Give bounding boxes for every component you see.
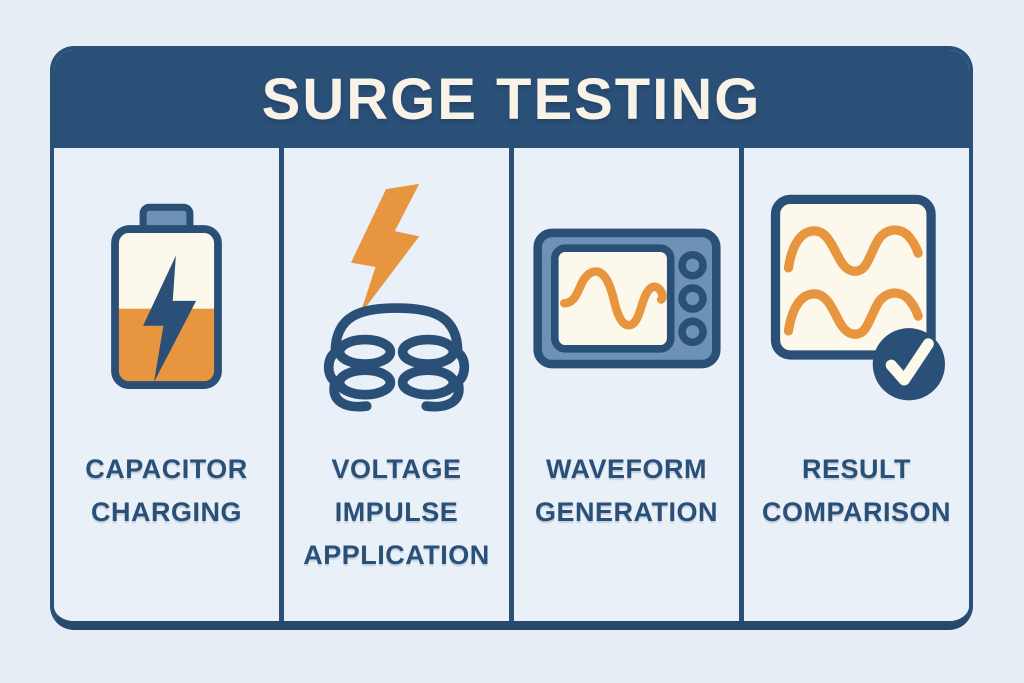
icon-area [744, 148, 969, 448]
step-label-line: WAVEFORM [545, 454, 707, 484]
surge-testing-card: SURGE TESTING [50, 46, 973, 630]
step-label-line: COMPARISON [761, 497, 951, 528]
step-voltage-impulse-application: VOLTAGE IMPULSE APPLICATION [284, 148, 514, 621]
waveform-check-icon [770, 194, 945, 400]
oscilloscope-knobs [677, 250, 707, 346]
comparison-waves [783, 224, 923, 339]
comparison-panel [770, 194, 936, 360]
page-title: SURGE TESTING [261, 66, 762, 132]
step-label: VOLTAGE IMPULSE APPLICATION [303, 448, 490, 578]
battery-charging-icon [111, 203, 222, 389]
check-icon [885, 337, 934, 386]
oscilloscope-icon [532, 228, 721, 368]
step-label-line: CAPACITOR [85, 454, 248, 484]
step-label-line: RESULT [801, 454, 911, 484]
icon-area [54, 148, 279, 448]
card-header: SURGE TESTING [54, 50, 969, 148]
lightning-bolt-icon [351, 183, 420, 316]
step-label-line: IMPULSE [334, 497, 459, 528]
coil-icon [323, 303, 470, 412]
waveform-trace [559, 266, 667, 329]
step-result-comparison: RESULT COMPARISON [744, 148, 969, 621]
step-capacitor-charging: CAPACITOR CHARGING [54, 148, 284, 621]
icon-area [514, 148, 739, 448]
battery-outline [111, 224, 222, 389]
lightning-coil-icon [323, 183, 470, 412]
step-label: RESULT COMPARISON [762, 448, 951, 534]
lightning-bolt-icon [143, 255, 197, 382]
step-label: WAVEFORM GENERATION [535, 448, 718, 534]
icon-area [284, 148, 509, 448]
step-label-line: VOLTAGE [331, 454, 462, 484]
step-label: CAPACITOR CHARGING [85, 448, 248, 534]
steps-row: CAPACITOR CHARGING [54, 148, 969, 621]
step-waveform-generation: WAVEFORM GENERATION [514, 148, 744, 621]
step-label-line: GENERATION [534, 497, 718, 528]
step-label-line: APPLICATION [303, 540, 490, 571]
step-label-line: CHARGING [90, 497, 242, 528]
